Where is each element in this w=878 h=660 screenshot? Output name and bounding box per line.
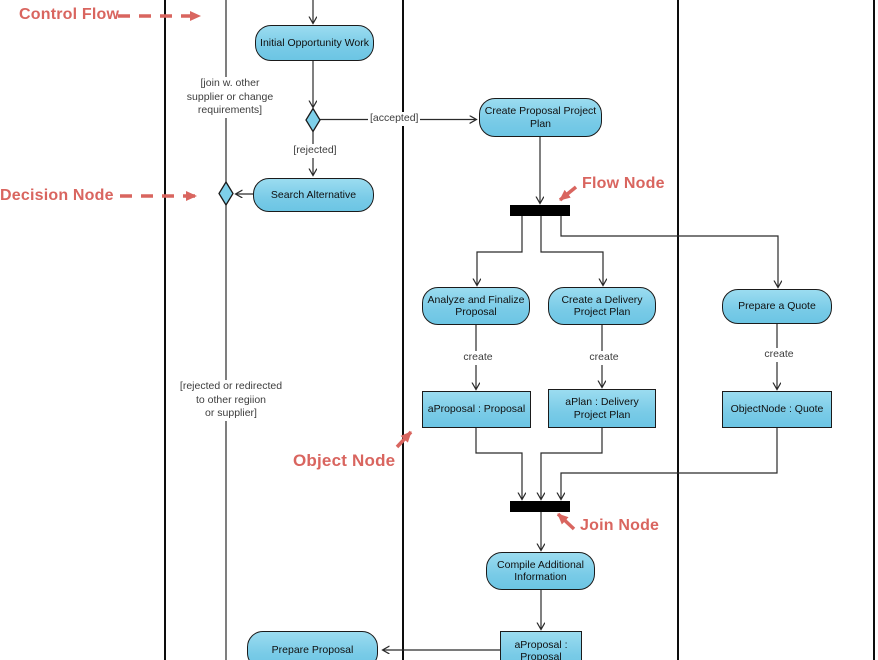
annotation-join-node: Join Node [580,517,660,534]
activity-prepare-a-quote[interactable]: Prepare a Quote [722,289,832,324]
join-node-pointer-arrow [556,512,576,531]
join-node-bar[interactable] [510,501,570,512]
object-node-aproposal[interactable]: aProposal : Proposal [422,391,531,428]
annotation-flow-node: Flow Node [582,175,665,192]
decision-node-diamond-top[interactable] [305,107,321,133]
edge-plan-to-join [541,428,603,499]
annotation-decision-node: Decision Node [0,187,114,204]
edge-quote-to-join [561,428,778,499]
flow-node-pointer-arrow [558,185,578,202]
activity-create-a-delivery-project-plan[interactable]: Create a Delivery Project Plan [548,287,656,325]
object-node-pointer-arrow [395,430,413,449]
edge-label-rejected-or-redirected: [rejected or redirected to other regiion… [166,380,296,421]
annotation-control-flow: Control Flow [19,6,120,23]
object-node-aproposal-bottom[interactable]: aProposal : Proposal [500,631,582,660]
edge-label-create-plan: create [585,351,623,365]
edge-label-create-proposal: create [459,351,497,365]
annotation-object-node: Object Node [293,451,396,470]
activity-create-proposal-project-plan[interactable]: Create Proposal Project Plan [479,98,602,137]
edge-fork-to-analyze [477,216,523,285]
edge-fork-to-quote [560,216,778,287]
object-node-aplan[interactable]: aPlan : Delivery Project Plan [548,389,656,428]
activity-compile-additional-information[interactable]: Compile Additional Information [486,552,595,590]
edge-label-join-with-other: [join w. other supplier or change requir… [168,77,292,118]
edge-label-rejected: [rejected] [288,144,342,158]
edge-label-accepted: [accepted] [368,112,421,126]
edge-fork-to-delivery [540,216,603,285]
decision-node-diamond-left[interactable] [218,180,234,207]
edge-label-create-quote: create [760,348,798,362]
activity-search-alternative[interactable]: Search Alternative [253,178,374,212]
fork-node-bar[interactable] [510,205,570,216]
annotation-arrows [118,11,578,531]
activity-initial-opportunity-work[interactable]: Initial Opportunity Work [255,25,374,61]
activity-prepare-proposal[interactable]: Prepare Proposal [247,631,378,660]
edge-proposal-to-join [475,428,522,499]
object-node-quote[interactable]: ObjectNode : Quote [722,391,832,428]
activity-analyze-and-finalize-proposal[interactable]: Analyze and Finalize Proposal [422,287,530,325]
